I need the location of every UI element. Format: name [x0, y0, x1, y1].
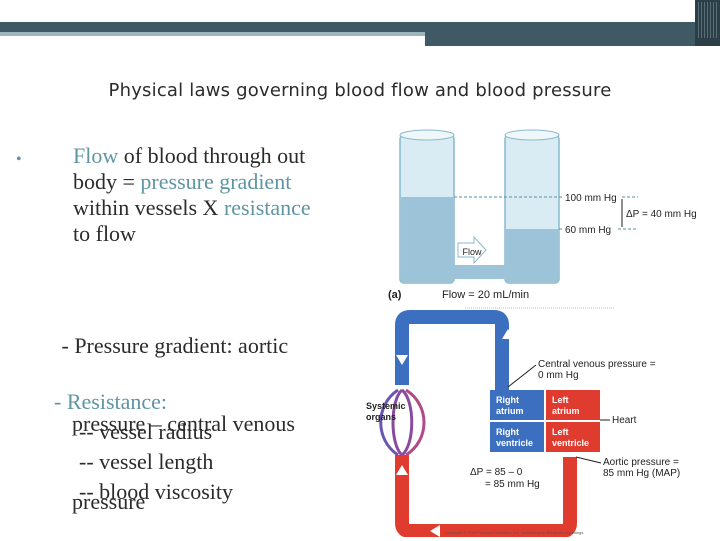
aortic-leader — [575, 456, 602, 464]
cvp-label-1: Central venous pressure = — [538, 359, 656, 370]
resistance-item-length: -- vessel length — [79, 449, 214, 474]
right-atrium-label-1: Right — [496, 395, 519, 405]
bullet-flow-line4: to flow — [73, 221, 136, 246]
bullet-flow-line1: Flow of blood through out — [73, 143, 330, 169]
left-ventricle — [546, 422, 600, 452]
pressure-60-label: 60 mm Hg — [565, 225, 611, 236]
left-atrium-label-2: atrium — [552, 406, 580, 416]
right-ventricle-label-2: ventricle — [496, 438, 533, 448]
delta-p-formula-2: = 85 mm Hg — [485, 479, 540, 490]
pg-line3: pressure — [72, 489, 146, 514]
text-run: within vessels X — [73, 195, 224, 220]
header-band-right — [425, 32, 720, 46]
right-ventricle-label-1: Right — [496, 427, 519, 437]
header-band — [0, 22, 720, 32]
text-run: of blood through out — [118, 143, 306, 168]
left-ventricle-label-2: ventricle — [552, 438, 589, 448]
aortic-label-2: 85 mm Hg (MAP) — [603, 468, 680, 479]
bullet-flow-line3: within vessels X resistance — [73, 195, 330, 221]
pressure-gradient-text: - Pressure gradient: aortic pressure – c… — [58, 281, 295, 541]
delta-p-formula-1: ΔP = 85 – 0 — [470, 467, 523, 478]
venous-loop — [395, 310, 509, 390]
delta-p-label: ΔP = 40 mm Hg — [626, 209, 697, 220]
heart-label: Heart — [612, 415, 637, 426]
pg-line1: - Pressure gradient: aortic — [56, 333, 289, 358]
header-band-light — [0, 32, 720, 36]
systemic-capillaries — [379, 388, 426, 457]
connecting-tube — [453, 265, 506, 279]
resistance-item-radius: -- vessel radius — [79, 419, 213, 444]
water-right — [506, 229, 558, 282]
flow-rate-label: Flow = 20 mL/min — [442, 289, 529, 301]
cvp-leader — [507, 364, 537, 388]
term-pressure-gradient: pressure gradient — [140, 169, 292, 194]
right-atrium — [490, 390, 544, 420]
panel-a-label: (a) — [388, 289, 402, 301]
resistance-heading: - Resistance: — [54, 389, 233, 415]
cvp-label-2: 0 mm Hg — [538, 370, 579, 381]
systemic-organs-label-2: organs — [366, 412, 396, 422]
flow-chevron-arterial-2 — [430, 525, 440, 537]
copyright-notice: Copyright © 2009 Pearson Education, Inc.… — [445, 530, 583, 535]
text-run: body = — [73, 169, 141, 194]
right-ventricle — [490, 422, 544, 452]
flow-arrow-label: Flow — [462, 247, 482, 257]
term-flow: Flow — [73, 143, 119, 168]
bullet-flow-line2: body = pressure gradient — [73, 169, 330, 195]
left-atrium-label-1: Left — [552, 395, 569, 405]
bullet-marker: • — [16, 151, 22, 168]
water-left — [401, 197, 453, 282]
blood-flow-figure: Flow 100 mm Hg 60 mm Hg ΔP = 40 mm Hg (a… — [366, 129, 697, 537]
left-atrium — [546, 390, 600, 420]
flow-chevron-venous — [502, 329, 514, 339]
right-atrium-label-2: atrium — [496, 406, 524, 416]
flow-chevron-arterial — [396, 465, 408, 475]
systemic-organs-label-1: Systemic — [366, 401, 406, 411]
resistance-label: - Resistance: — [54, 389, 168, 414]
flow-chevron-venous-2 — [396, 355, 408, 365]
slide-title: Physical laws governing blood flow and b… — [108, 80, 612, 101]
arterial-loop — [395, 455, 577, 537]
resistance-item-viscosity: -- blood viscosity — [79, 479, 233, 504]
pressure-100-label: 100 mm Hg — [565, 193, 617, 204]
resistance-list: - Resistance: -- vessel radius -- vessel… — [54, 389, 233, 505]
panel-a: Flow 100 mm Hg 60 mm Hg ΔP = 40 mm Hg (a… — [388, 129, 697, 309]
bullet-flow: • Flow of blood through out body = press… — [16, 143, 366, 247]
term-resistance: resistance — [223, 195, 311, 220]
cylinder-left-rim — [399, 129, 455, 141]
left-ventricle-label-1: Left — [552, 427, 569, 437]
pg-line2: pressure – central venous — [72, 411, 295, 436]
header-corner-stripes — [696, 2, 718, 38]
slide-header-bar — [0, 0, 720, 46]
flow-arrow — [457, 235, 487, 265]
aortic-label-1: Aortic pressure = — [603, 457, 679, 468]
panel-b: Systemic organs Right atrium Left atrium… — [366, 310, 680, 537]
cylinder-right-rim — [504, 129, 560, 141]
